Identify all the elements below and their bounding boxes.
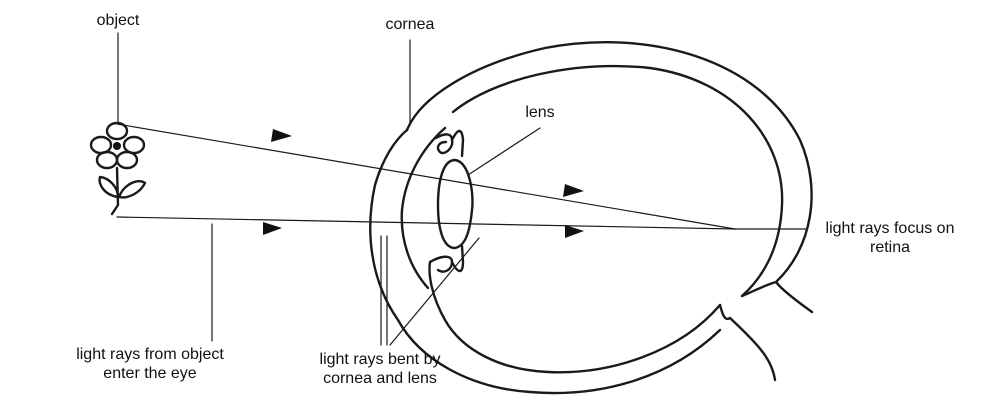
- lens-leader-line: [467, 127, 541, 176]
- rays-enter-label-line1: light rays from object: [76, 346, 224, 363]
- eye-cross-section-icon: [369, 41, 814, 395]
- light-rays: [116, 123, 736, 238]
- focus-label-line2: retina: [869, 239, 911, 256]
- arrow-head: [271, 129, 292, 142]
- ray-top: [116, 123, 736, 230]
- ray-bottom: [116, 216, 736, 230]
- bent-leader-line-3: [389, 237, 480, 346]
- cornea-label: cornea: [385, 16, 435, 33]
- arrow-head: [565, 225, 584, 238]
- rays-bent-label-line2: cornea and lens: [323, 370, 437, 387]
- focus-label-line1: light rays focus on: [825, 220, 955, 237]
- focus-label: light rays focus on retina: [805, 219, 975, 257]
- arrow-head: [263, 222, 282, 235]
- rays-bent-label: light rays bent by cornea and lens: [295, 350, 465, 388]
- object-label: object: [96, 12, 140, 29]
- leader-lines: [117, 32, 807, 346]
- rays-enter-label: light rays from object enter the eye: [50, 345, 250, 383]
- rays-bent-label-line1: light rays bent by: [319, 351, 441, 368]
- rays-enter-label-line2: enter the eye: [103, 365, 197, 382]
- arrow-head: [563, 184, 584, 197]
- flower-icon: [89, 121, 147, 216]
- lens-label: lens: [525, 104, 555, 121]
